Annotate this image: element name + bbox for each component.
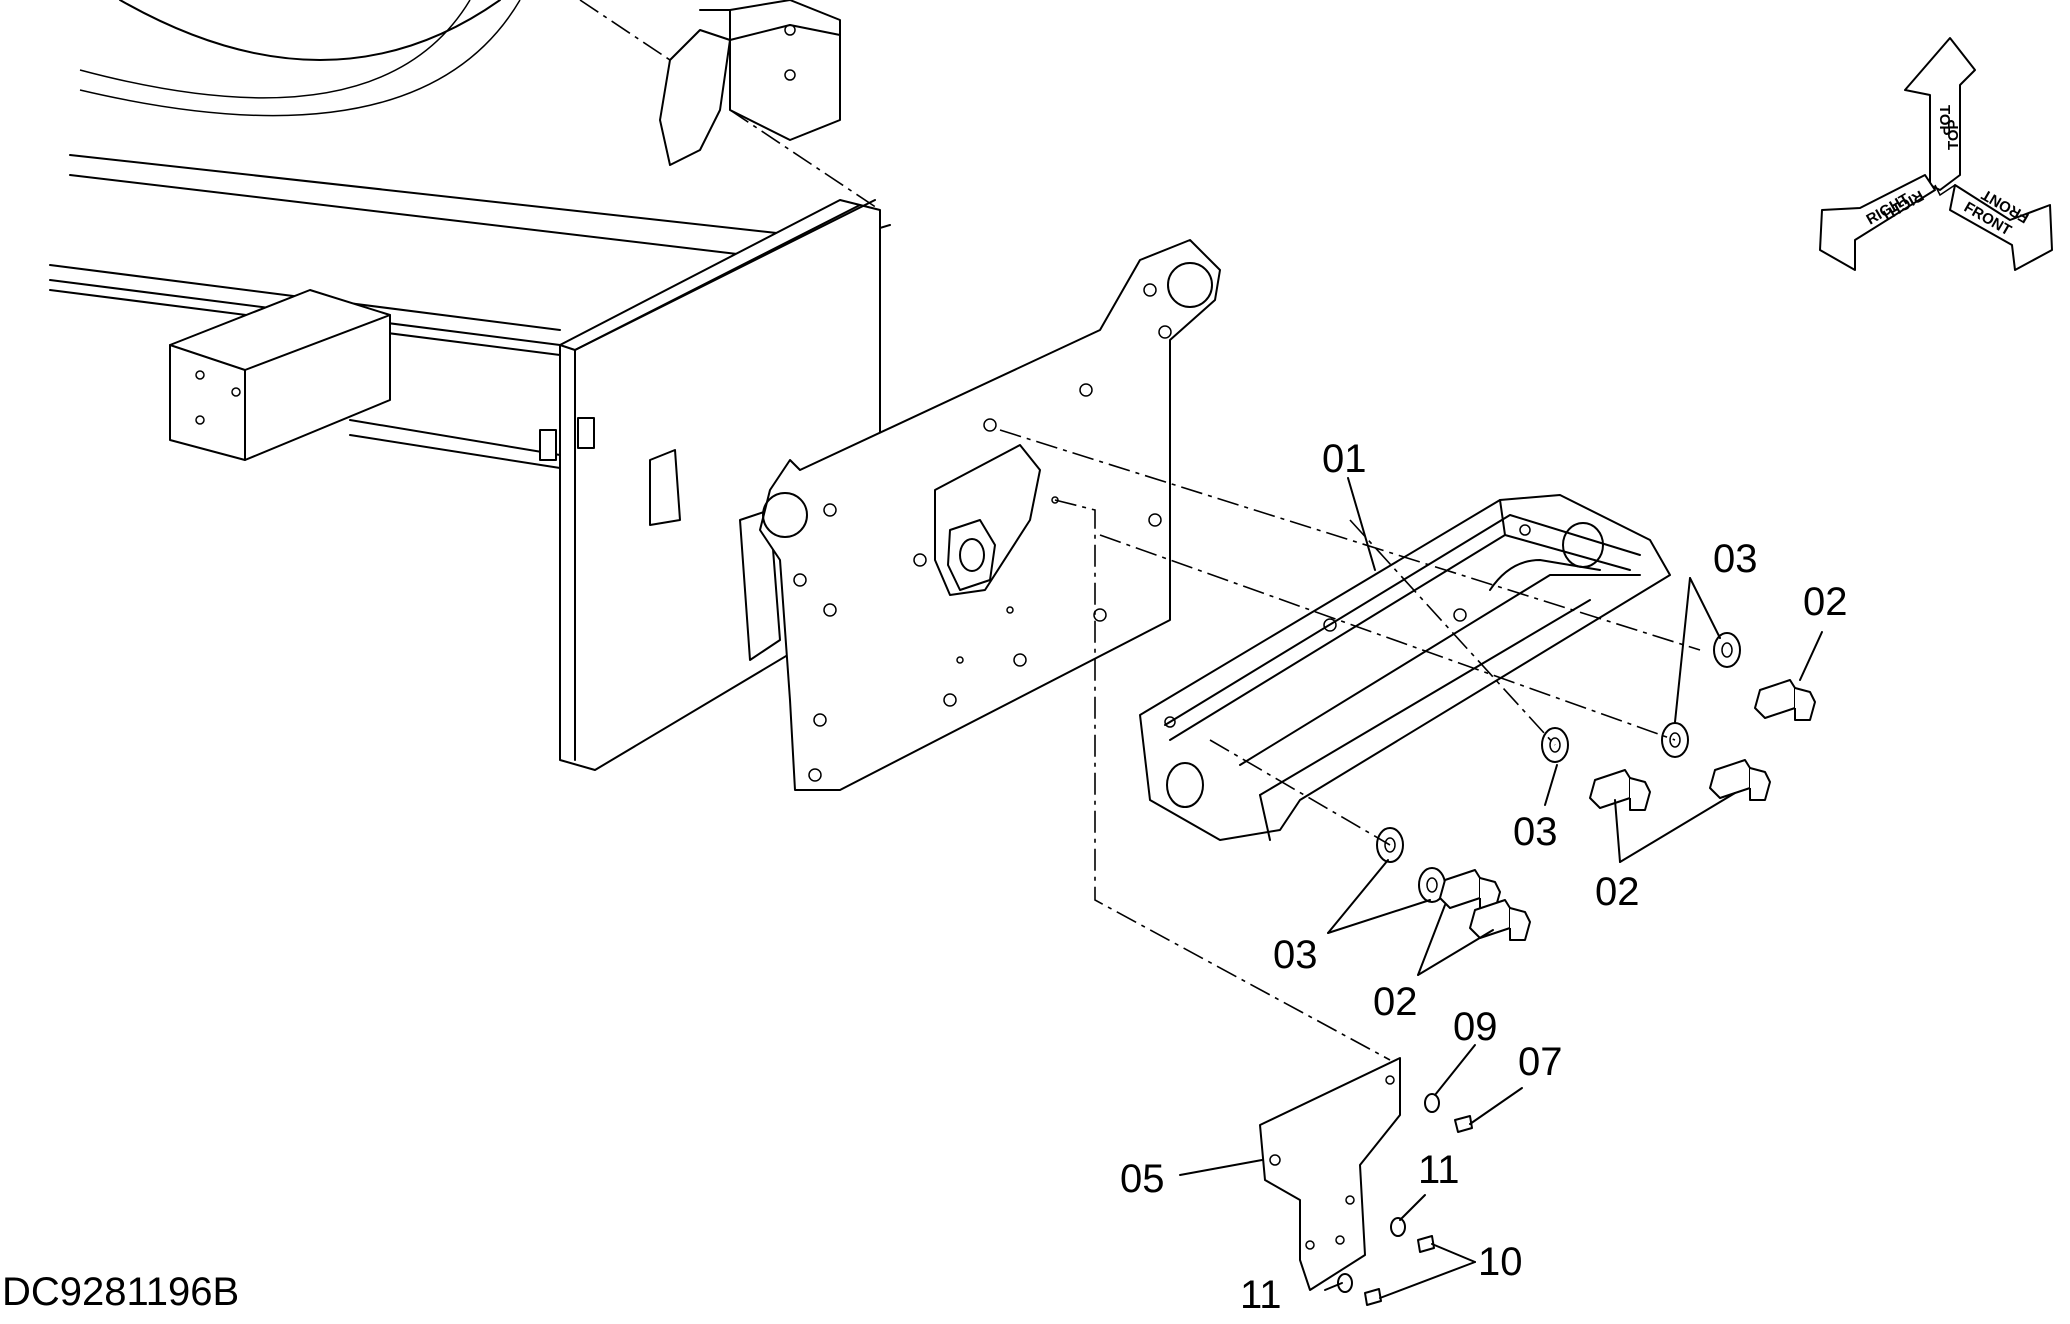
callout-02-a: 02: [1803, 580, 1848, 624]
callout-10: 10: [1478, 1240, 1523, 1284]
callout-01: 01: [1322, 437, 1367, 481]
cover-plate-part-05: [1259, 1057, 1401, 1291]
washers-part-03: [1376, 632, 1741, 903]
orientation-top-label: TOP: [1936, 105, 1953, 136]
document-id: DC9281196B: [2, 1270, 239, 1314]
callout-03-a: 03: [1713, 537, 1758, 581]
bolts-part-02: [1439, 679, 1816, 941]
callout-03-c: 03: [1273, 933, 1318, 977]
small-hardware: [1337, 1093, 1473, 1306]
main-frame: [49, 0, 891, 771]
bracket-frame-part-01: [1139, 494, 1671, 841]
callout-05: 05: [1120, 1157, 1165, 1201]
mounting-plate: [759, 239, 1221, 791]
callout-labels: 01 02 02 02 03 03 03 05 07 09 10 11 11: [1120, 437, 1848, 1317]
alignment-lines: [579, 0, 1701, 1061]
orientation-top-mirror-label: TOP: [1945, 119, 1962, 150]
callout-02-b: 02: [1595, 870, 1640, 914]
callout-11-a: 11: [1418, 1148, 1460, 1192]
callout-09: 09: [1453, 1005, 1498, 1049]
orientation-indicator: TOP TOP RIGHT RIGHT FRONT FRONT: [1819, 37, 2053, 271]
callout-11-b: 11: [1240, 1273, 1282, 1317]
leader-lines: [1179, 477, 1823, 1299]
callout-02-c: 02: [1373, 980, 1418, 1024]
callout-03-b: 03: [1513, 810, 1558, 854]
callout-07: 07: [1518, 1040, 1563, 1084]
